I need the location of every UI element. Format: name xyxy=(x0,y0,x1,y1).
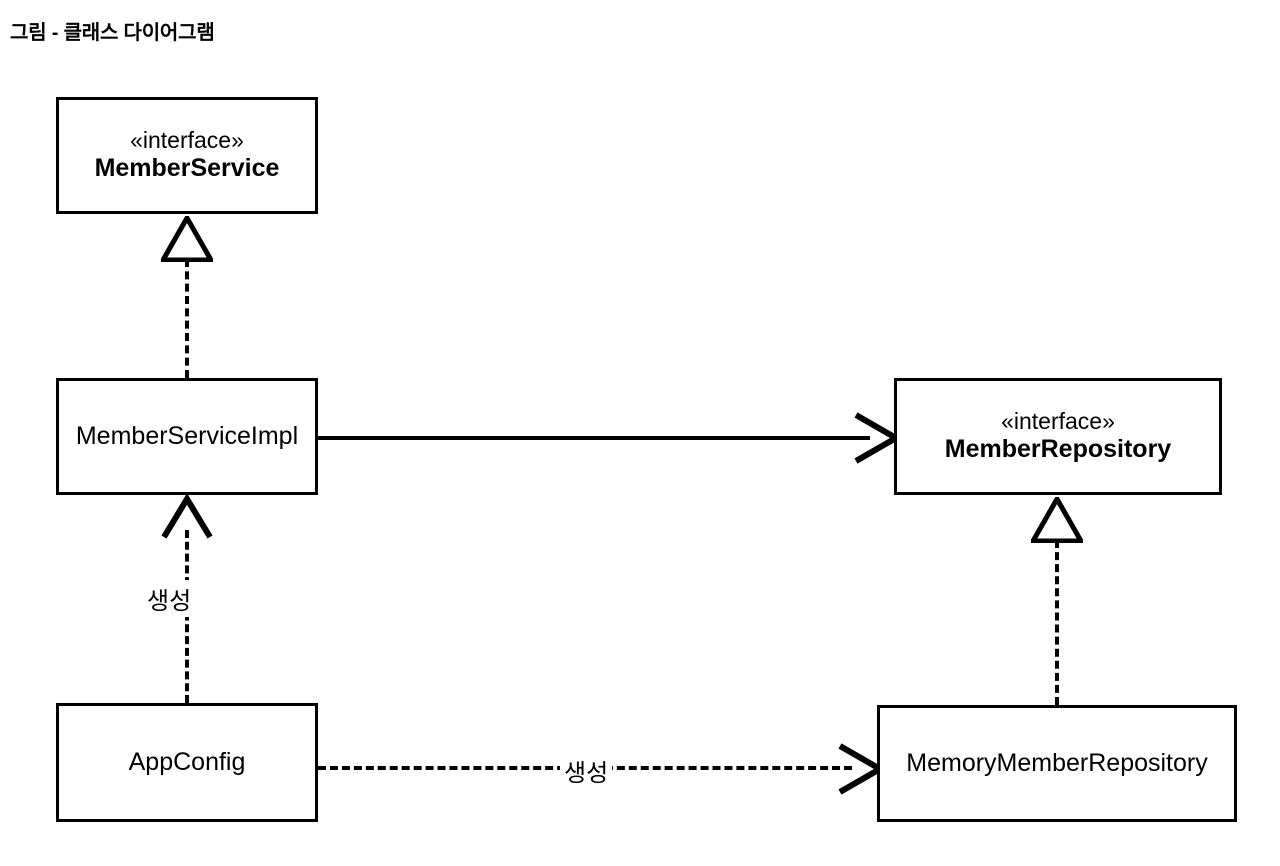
edge-label-create-horizontal: 생성 xyxy=(560,752,613,789)
class-name-app-config: AppConfig xyxy=(128,747,246,776)
class-name-memory-member-repository: MemoryMemberRepository xyxy=(906,748,1208,777)
stereotype-label-member-repository: «interface» xyxy=(1001,408,1115,435)
stereotype-label-member-service: «interface» xyxy=(130,127,244,154)
class-name-member-service-impl: MemberServiceImpl xyxy=(75,421,299,450)
class-box-member-service[interactable]: «interface» MemberService xyxy=(56,97,318,214)
edge-line-impl-uses-repository xyxy=(318,436,870,440)
edge-line-impl-realizes-service xyxy=(185,259,189,378)
class-box-member-repository[interactable]: «interface» MemberRepository xyxy=(894,378,1222,495)
page-title: 그림 - 클래스 다이어그램 xyxy=(10,22,215,44)
edge-label-create-vertical: 생성 xyxy=(143,580,196,617)
open-arrowhead-right-icon xyxy=(852,411,900,465)
class-box-member-service-impl[interactable]: MemberServiceImpl xyxy=(56,378,318,495)
class-name-member-service: MemberService xyxy=(94,154,280,183)
class-box-memory-member-repository[interactable]: MemoryMemberRepository xyxy=(877,705,1237,822)
open-arrowhead-up-icon xyxy=(160,495,214,541)
class-name-member-repository: MemberRepository xyxy=(944,435,1172,464)
edge-line-memory-repo-realizes-repository xyxy=(1055,540,1059,705)
class-box-app-config[interactable]: AppConfig xyxy=(56,703,318,822)
